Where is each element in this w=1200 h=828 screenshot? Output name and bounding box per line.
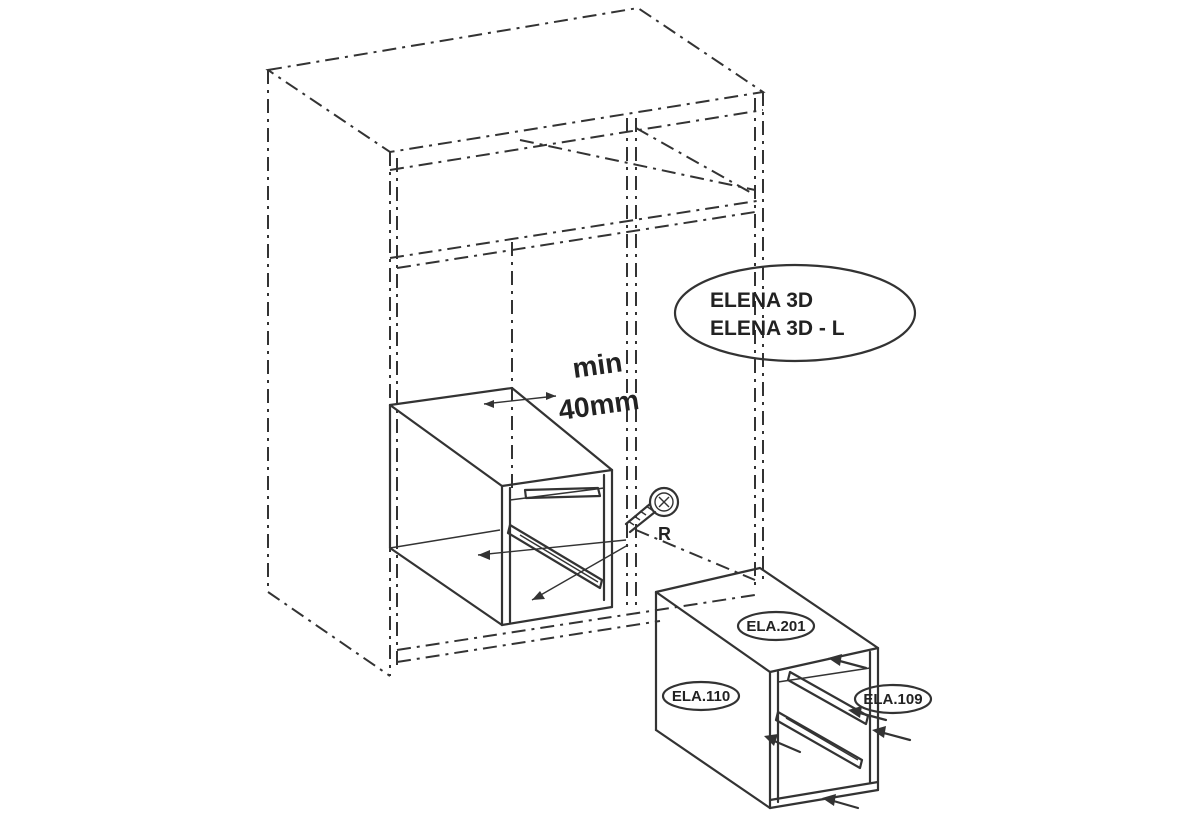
exploded-drawer-unit	[654, 566, 933, 810]
arrow-icon	[764, 734, 802, 754]
arrow-icon	[822, 794, 860, 810]
installed-drawer-unit	[388, 386, 629, 627]
part-code-front: ELA.109	[863, 691, 922, 708]
clearance-label-min: min	[571, 346, 625, 384]
part-callout-front	[853, 683, 933, 715]
screw-icon	[624, 486, 680, 534]
arrow-icon	[848, 706, 888, 722]
arrow-icon	[828, 654, 868, 670]
part-code-side: ELA.110	[672, 688, 730, 705]
part-code-top: ELA.201	[746, 618, 805, 635]
model-name-2: ELENA 3D - L	[710, 317, 845, 340]
screw-label: R	[658, 524, 671, 544]
wardrobe-outline	[265, 6, 766, 677]
clearance-label-value: 40mm	[557, 384, 641, 426]
part-callout-top	[736, 610, 816, 642]
arrow-icon	[872, 726, 912, 742]
model-name-1: ELENA 3D	[710, 289, 813, 312]
part-callout-side	[661, 680, 741, 712]
model-label-callout	[673, 263, 917, 363]
